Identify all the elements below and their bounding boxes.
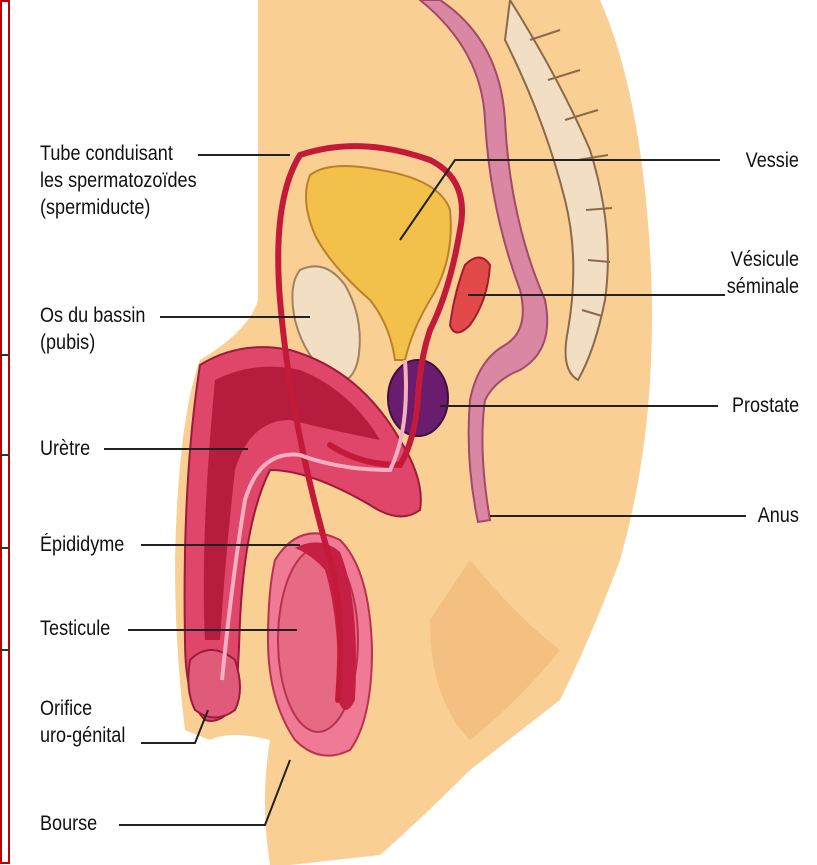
frame-border bbox=[1, 1, 9, 863]
label-os-bassin: Os du bassin (pubis) bbox=[40, 302, 145, 356]
glans bbox=[188, 650, 240, 718]
label-orifice: Orifice uro-génital bbox=[40, 695, 125, 749]
label-epididyme: Épididyme bbox=[40, 531, 124, 558]
label-vesicule: Vésicule séminale bbox=[727, 246, 799, 300]
label-prostate: Prostate bbox=[732, 392, 799, 419]
label-bourse: Bourse bbox=[40, 810, 97, 837]
label-testicule: Testicule bbox=[40, 615, 110, 642]
label-uretre: Urètre bbox=[40, 435, 90, 462]
label-anus: Anus bbox=[758, 502, 799, 529]
label-vessie: Vessie bbox=[746, 147, 799, 174]
label-spermiducte: Tube conduisant les spermatozoïdes (sper… bbox=[40, 140, 197, 221]
